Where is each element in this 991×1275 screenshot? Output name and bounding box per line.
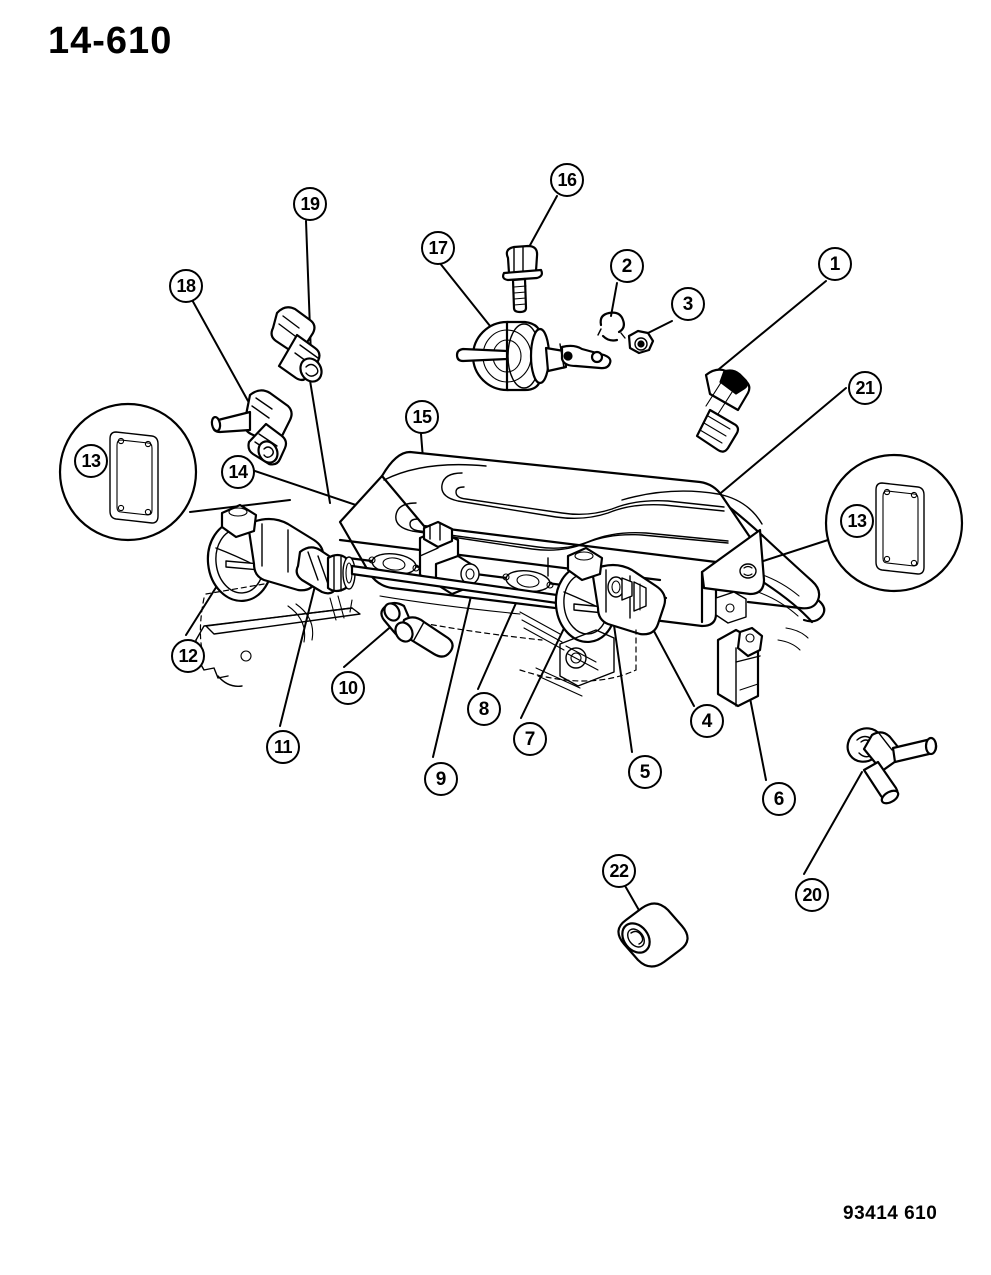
left-gasket-detail-circle [58, 402, 198, 542]
callout-12[interactable]: 12 [171, 639, 205, 673]
throttle-body-gasket-seal [633, 581, 647, 612]
callout-19[interactable]: 19 [293, 187, 327, 221]
coolant-tube-connector [380, 601, 454, 658]
callout-8[interactable]: 8 [467, 692, 501, 726]
callout-18[interactable]: 18 [169, 269, 203, 303]
callout-5[interactable]: 5 [628, 755, 662, 789]
vacuum-elbow-fitting [210, 389, 293, 466]
rear-throttle-body [519, 546, 667, 671]
callout-21[interactable]: 21 [848, 371, 882, 405]
callout-3[interactable]: 3 [671, 287, 705, 321]
hex-nut [627, 329, 655, 355]
callout-1[interactable]: 1 [818, 247, 852, 281]
callout-20[interactable]: 20 [795, 878, 829, 912]
purge-solenoid-valve [846, 727, 938, 805]
callout-13-left[interactable]: 13 [74, 444, 108, 478]
callout-6[interactable]: 6 [762, 782, 796, 816]
callout-11[interactable]: 11 [266, 730, 300, 764]
callout-2[interactable]: 2 [610, 249, 644, 283]
footer-drawing-code: 93414 610 [843, 1203, 938, 1224]
callout-4[interactable]: 4 [690, 704, 724, 738]
map-sensor [716, 626, 764, 708]
callout-13-right[interactable]: 13 [840, 504, 874, 538]
manifold-gasket-right [875, 482, 925, 575]
callout-15[interactable]: 15 [405, 400, 439, 434]
callout-10[interactable]: 10 [331, 671, 365, 705]
vacuum-straight-fitting [270, 306, 323, 383]
vacuum-cap [617, 902, 689, 968]
hex-flange-bolt [502, 244, 543, 314]
throttle-shaft-seal [607, 576, 633, 601]
vacuum-actuator [455, 320, 612, 392]
callout-14[interactable]: 14 [221, 455, 255, 489]
callout-7[interactable]: 7 [513, 722, 547, 756]
coolant-temperature-sensor [695, 368, 751, 453]
page-title: 14-610 [48, 20, 173, 62]
retainer-clip [597, 311, 626, 342]
callout-16[interactable]: 16 [550, 163, 584, 197]
front-throttle-body [206, 503, 566, 606]
callout-22[interactable]: 22 [602, 854, 636, 888]
callout-17[interactable]: 17 [421, 231, 455, 265]
right-gasket-detail-circle [824, 453, 964, 593]
callout-9[interactable]: 9 [424, 762, 458, 796]
manifold-gasket-left [109, 431, 159, 524]
